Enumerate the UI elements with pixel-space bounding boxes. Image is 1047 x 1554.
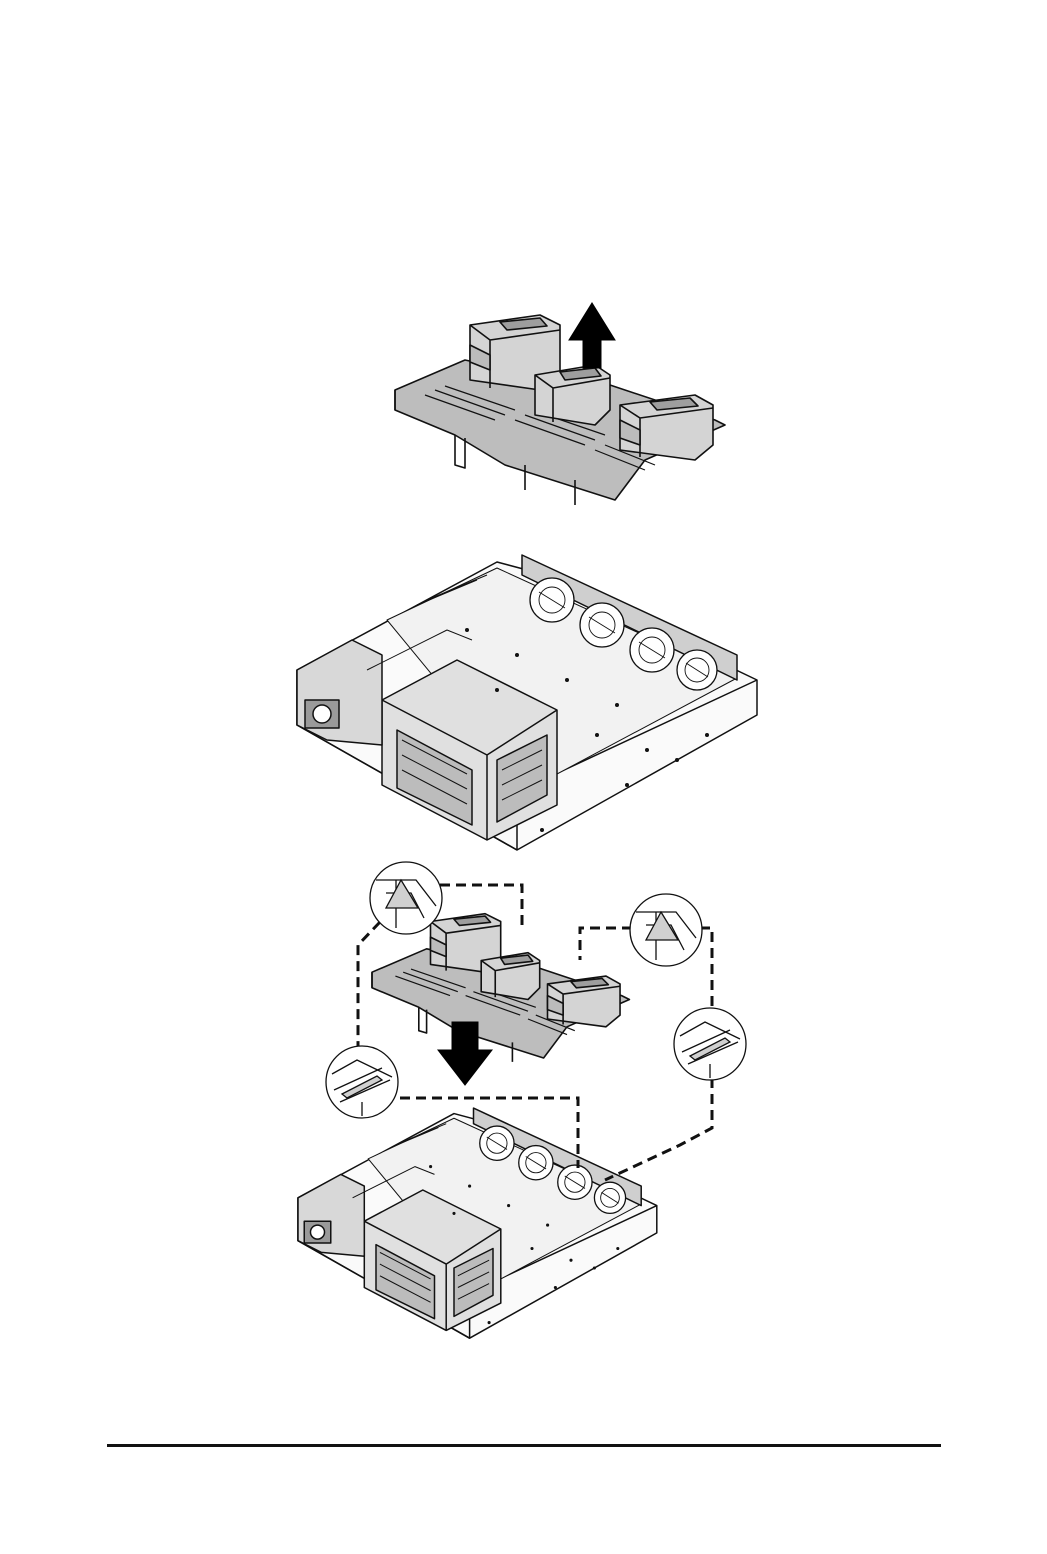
detail-callout-right [674, 1008, 746, 1080]
detail-callout-bottom-left [326, 1046, 398, 1118]
chassis-without-duct-figure [297, 555, 757, 850]
detail-callout-top-right [630, 894, 702, 966]
air-duct-removal-figure [395, 303, 725, 505]
footer-divider-line [107, 1444, 941, 1447]
up-arrow-icon [569, 303, 615, 368]
detail-callout-top-left [370, 862, 442, 934]
air-duct-installation-figure [298, 862, 746, 1338]
